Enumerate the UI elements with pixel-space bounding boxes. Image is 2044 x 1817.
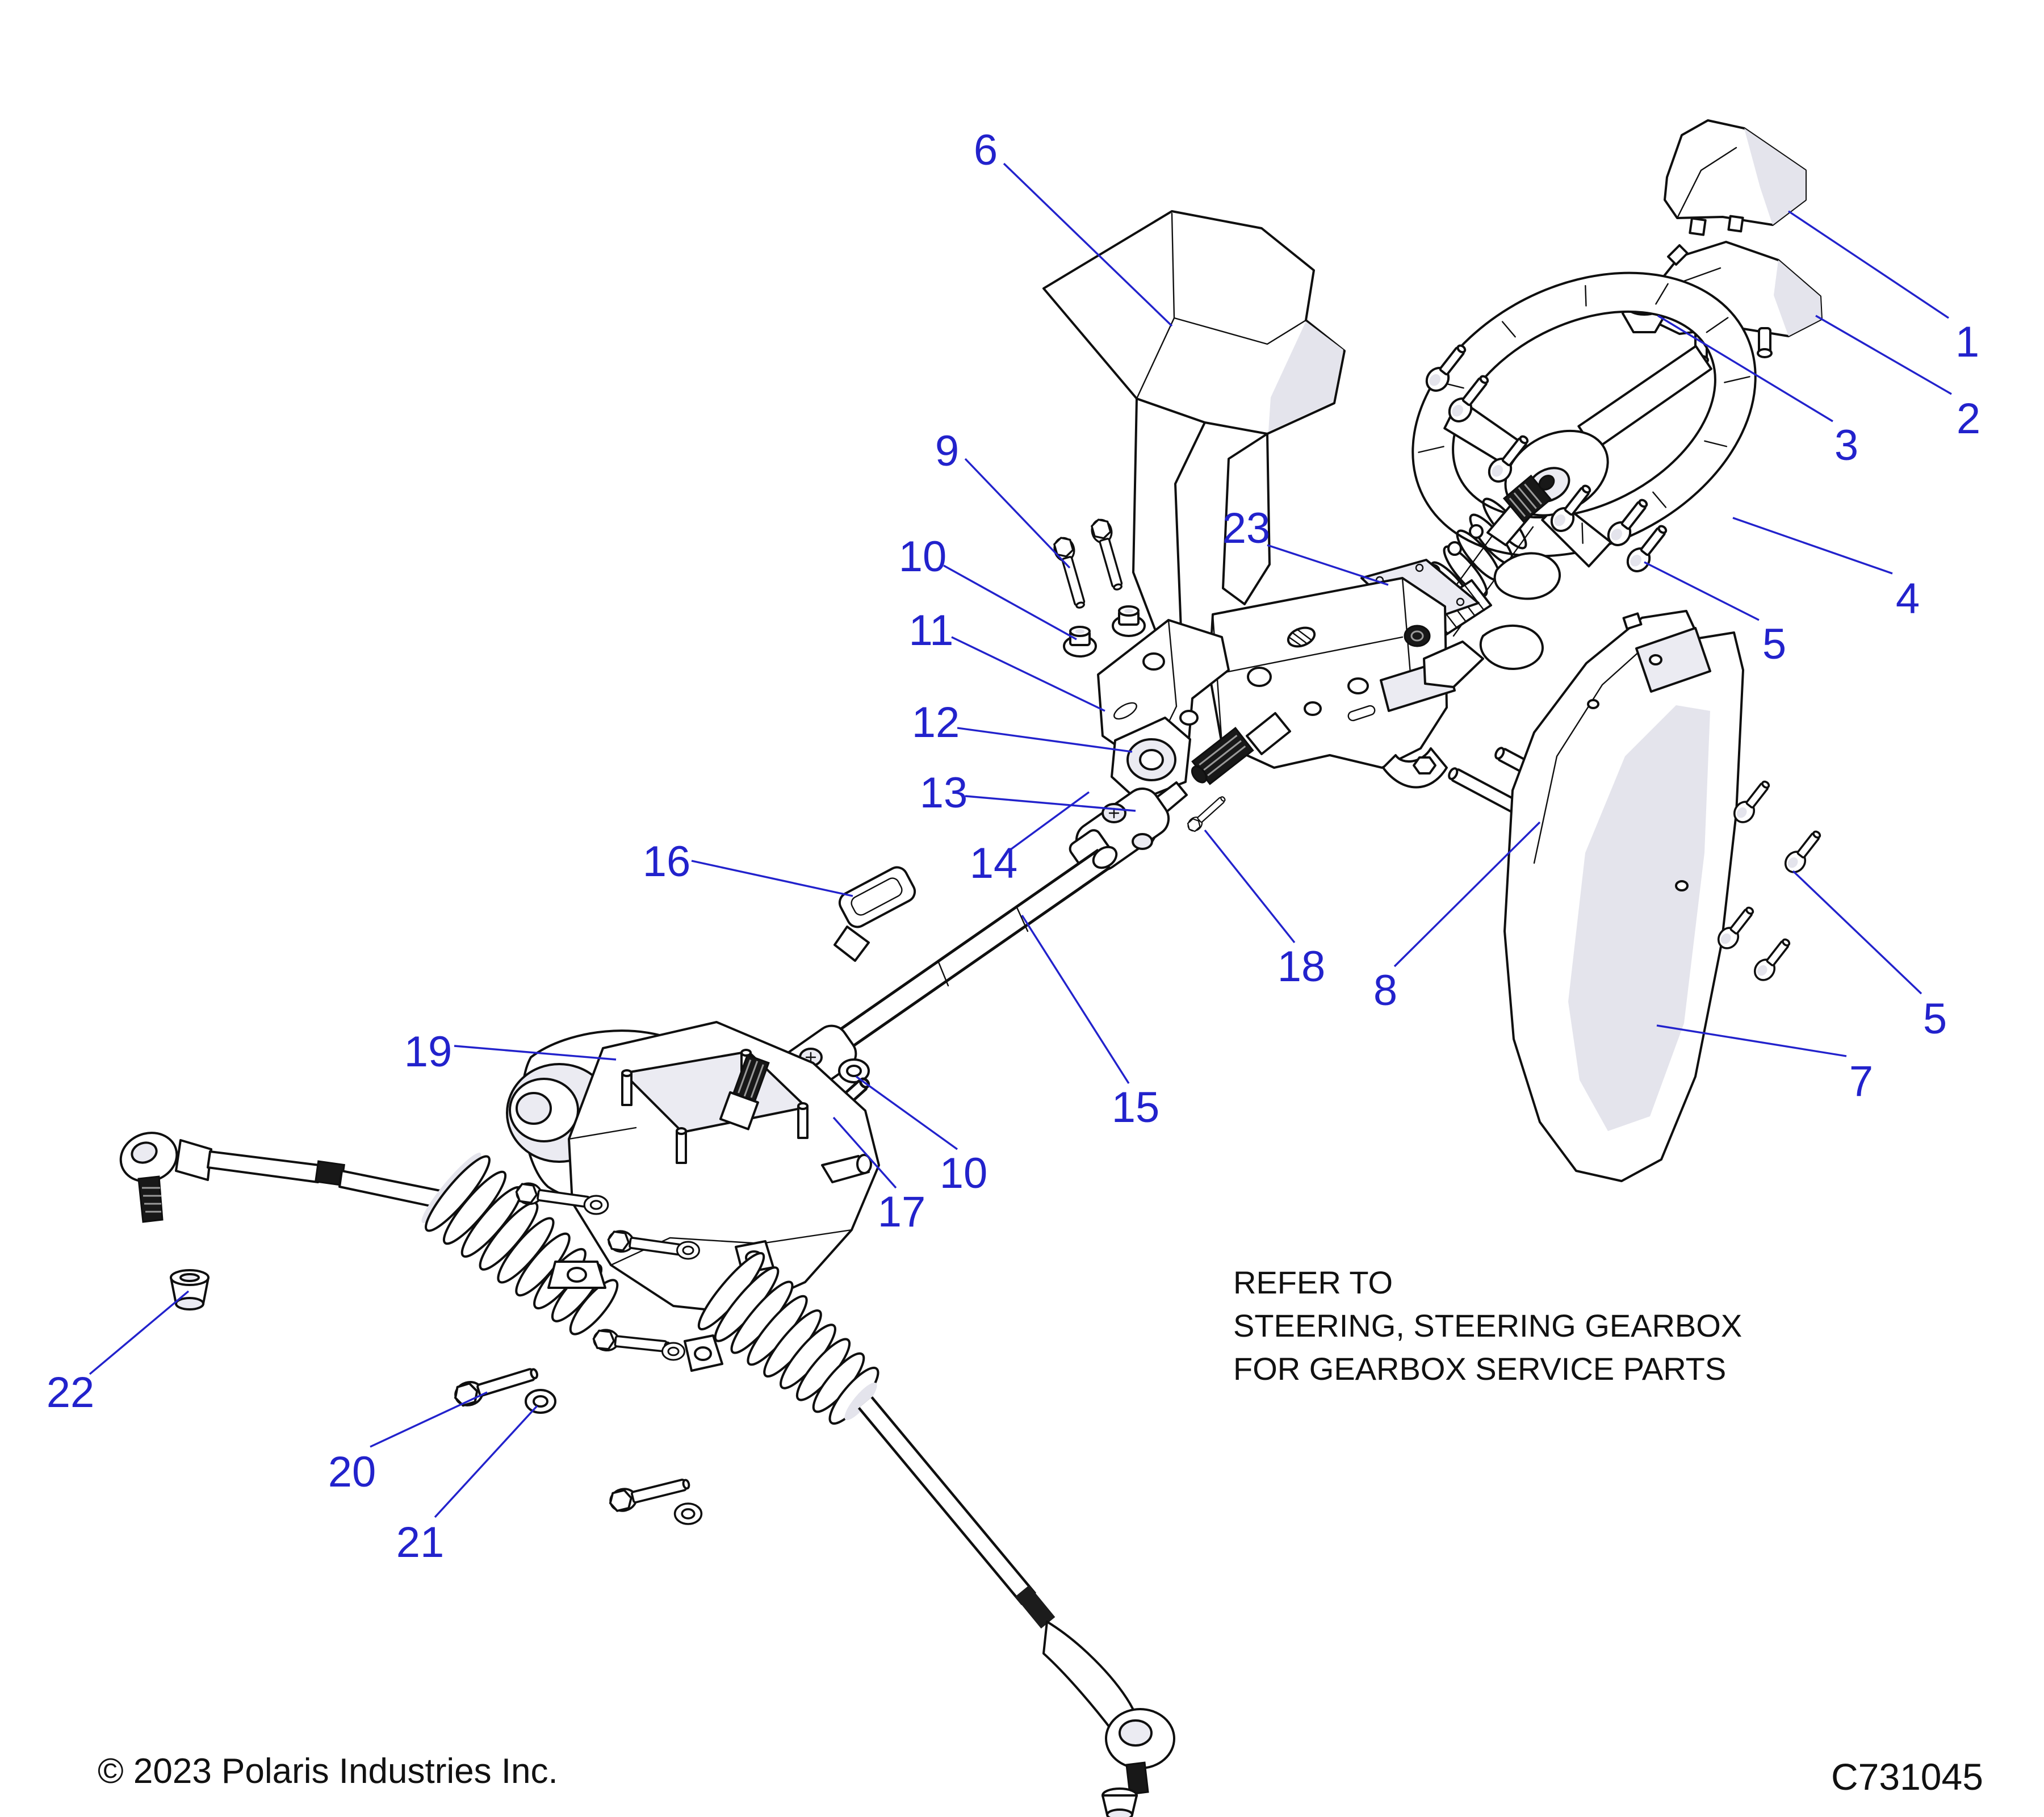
- leader-line-1: [1788, 210, 1949, 319]
- callout-12: 12: [912, 698, 960, 747]
- leader-line-10-lower: [856, 1075, 958, 1150]
- leader-line-4: [1732, 517, 1893, 575]
- leader-line-7: [1656, 1024, 1847, 1057]
- leader-line-12: [957, 727, 1133, 753]
- part-steering-column: [1191, 474, 1561, 789]
- part-mounting-hardware: [451, 1360, 703, 1525]
- part-tie-rod-bushing: [170, 1269, 210, 1311]
- note-block: REFER TO STEERING, STEERING GEARBOX FOR …: [1233, 1265, 1742, 1387]
- callout-14: 14: [970, 839, 1018, 887]
- leader-line-8: [1393, 821, 1541, 968]
- callout-3: 3: [1834, 421, 1858, 470]
- leader-line-3: [1657, 315, 1833, 422]
- callout-5-upper: 5: [1762, 620, 1786, 668]
- callout-17: 17: [878, 1188, 926, 1236]
- callout-4: 4: [1896, 575, 1920, 623]
- leader-line-19: [454, 1045, 617, 1061]
- part-steering-gearbox: [119, 1021, 1175, 1817]
- part-upper-column-cover: [1042, 210, 1346, 645]
- leader-line-5-lower: [1792, 870, 1922, 995]
- callout-23: 23: [1222, 504, 1271, 552]
- diagram-artwork: [119, 119, 1827, 1817]
- callout-6: 6: [974, 126, 998, 174]
- callout-1: 1: [1955, 318, 1979, 366]
- leader-line-10-upper: [943, 564, 1077, 640]
- part-lower-column-cover: [1503, 610, 1744, 1182]
- callout-10-upper: 10: [899, 533, 947, 581]
- callout-2: 2: [1957, 395, 1980, 443]
- callout-15: 15: [1112, 1083, 1160, 1132]
- leader-line-21: [434, 1405, 538, 1518]
- leader-line-17: [832, 1116, 897, 1189]
- part-bushing-mount: [1111, 717, 1191, 802]
- leader-line-18: [1204, 829, 1296, 944]
- diagram-code: C731045: [1831, 1756, 1983, 1798]
- leader-line-15: [1021, 915, 1130, 1084]
- callout-7: 7: [1849, 1057, 1873, 1106]
- callout-13: 13: [920, 769, 968, 817]
- leader-line-6: [1003, 162, 1173, 327]
- leader-line-13: [965, 795, 1136, 812]
- note-line-3: FOR GEARBOX SERVICE PARTS: [1233, 1351, 1726, 1387]
- leader-line-14: [1010, 791, 1090, 851]
- callout-22: 22: [47, 1368, 95, 1417]
- leader-line-20: [370, 1391, 488, 1448]
- leader-line-9: [964, 458, 1071, 569]
- callout-19: 19: [404, 1028, 453, 1076]
- callout-5-lower: 5: [1923, 995, 1947, 1043]
- leader-line-2: [1815, 315, 1952, 395]
- leader-line-5-upper: [1644, 561, 1760, 621]
- part-support-bracket: [1097, 619, 1230, 768]
- callout-21: 21: [396, 1518, 445, 1567]
- callout-20: 20: [328, 1448, 376, 1496]
- callout-9: 9: [935, 427, 959, 475]
- callout-10-lower: 10: [940, 1149, 988, 1198]
- leader-line-22: [89, 1290, 190, 1375]
- leader-line-16: [691, 860, 853, 897]
- callout-18: 18: [1278, 943, 1326, 991]
- note-line-1: REFER TO: [1233, 1265, 1393, 1300]
- copyright-text: © 2023 Polaris Industries Inc.: [98, 1752, 558, 1791]
- leader-line-23: [1267, 544, 1389, 586]
- callout-8: 8: [1373, 966, 1397, 1015]
- leader-line-11: [951, 636, 1105, 712]
- part-grommet-plate: [833, 866, 916, 962]
- callout-16: 16: [643, 838, 691, 886]
- part-bracket-bolts: [1050, 516, 1129, 612]
- callout-11: 11: [909, 606, 954, 655]
- note-line-2: STEERING, STEERING GEARBOX: [1233, 1308, 1742, 1343]
- part-pinch-bolt: [1184, 792, 1229, 835]
